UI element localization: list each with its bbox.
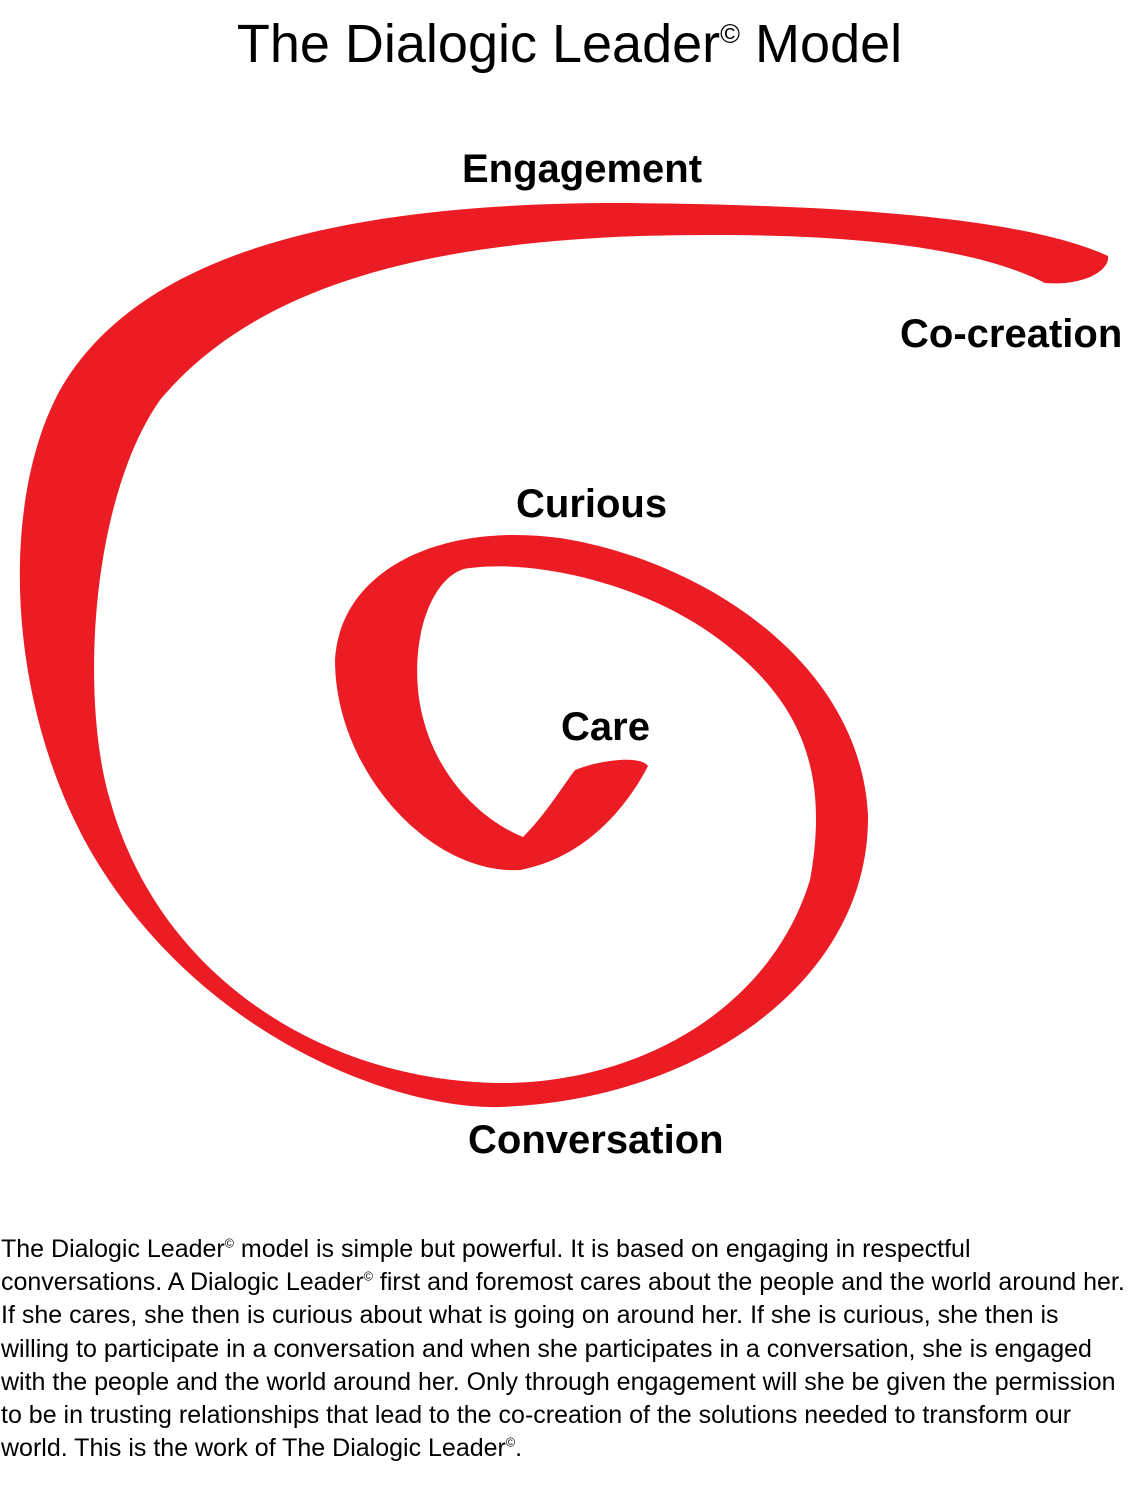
description-text-3: first and foremost cares about the peopl… [1, 1268, 1125, 1463]
stage-label-curious: Curious [516, 482, 668, 526]
description-text-2: model is simple but powerful. It is base… [1, 1235, 971, 1297]
description-text-1: The Dialogic Leader [1, 1235, 225, 1263]
description-copyright-mark-3: © [505, 1435, 516, 1450]
title-suffix: Model [740, 14, 903, 74]
stage-label-cocreation: Co-creation [900, 312, 1123, 356]
description-paragraph: The Dialogic Leader© model is simple but… [1, 1233, 1131, 1465]
description-text-4: . [515, 1434, 523, 1463]
page-title: The Dialogic Leader© Model [0, 12, 1139, 76]
description-copyright-mark-1: © [224, 1236, 234, 1251]
stage-label-conversation: Conversation [468, 1118, 724, 1162]
stage-label-care: Care [561, 705, 650, 749]
spiral-ribbon [19, 203, 1109, 1108]
stage-label-engagement: Engagement [462, 147, 703, 191]
title-text: The Dialogic Leader [236, 14, 721, 74]
title-copyright-mark: © [720, 19, 741, 49]
description-copyright-mark-2: © [363, 1269, 373, 1284]
